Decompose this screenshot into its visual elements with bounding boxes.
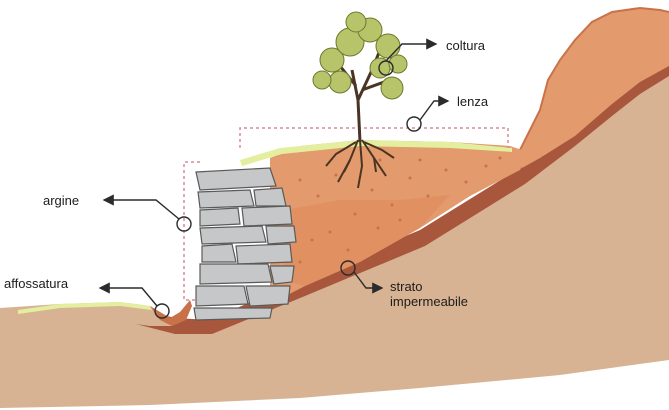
argine-leader [104, 200, 179, 219]
label-strato-line1: strato [390, 279, 520, 294]
label-strato-line2: impermeabile [390, 294, 520, 309]
label-strato-impermeabile: strato impermeabile [390, 279, 520, 309]
lenza-leader [420, 101, 448, 120]
label-lenza: lenza [457, 94, 488, 109]
stone-wall [194, 168, 296, 320]
label-coltura: coltura [446, 38, 485, 53]
label-argine: argine [43, 193, 79, 208]
lenza-marker [407, 117, 421, 131]
label-affossatura: affossatura [4, 276, 68, 291]
